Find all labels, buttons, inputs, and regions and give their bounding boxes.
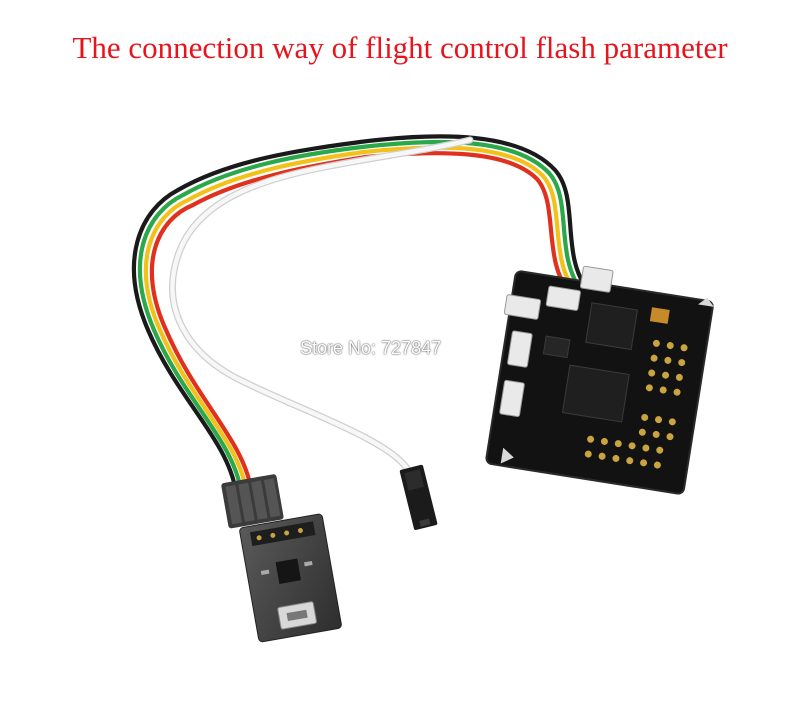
page-title: The connection way of flight control fla… [72,30,728,65]
wire-yellow [143,145,579,493]
wire-black [132,134,591,495]
dupont-connector [399,464,438,530]
flight-controller-board [485,265,714,495]
ribbon-connector [221,474,284,529]
ribbon-cable [132,134,591,495]
wire-green [137,139,585,494]
store-watermark: Store No: 727847 [300,338,442,358]
wire-red [149,151,573,492]
usb-serial-adapter [239,513,342,643]
